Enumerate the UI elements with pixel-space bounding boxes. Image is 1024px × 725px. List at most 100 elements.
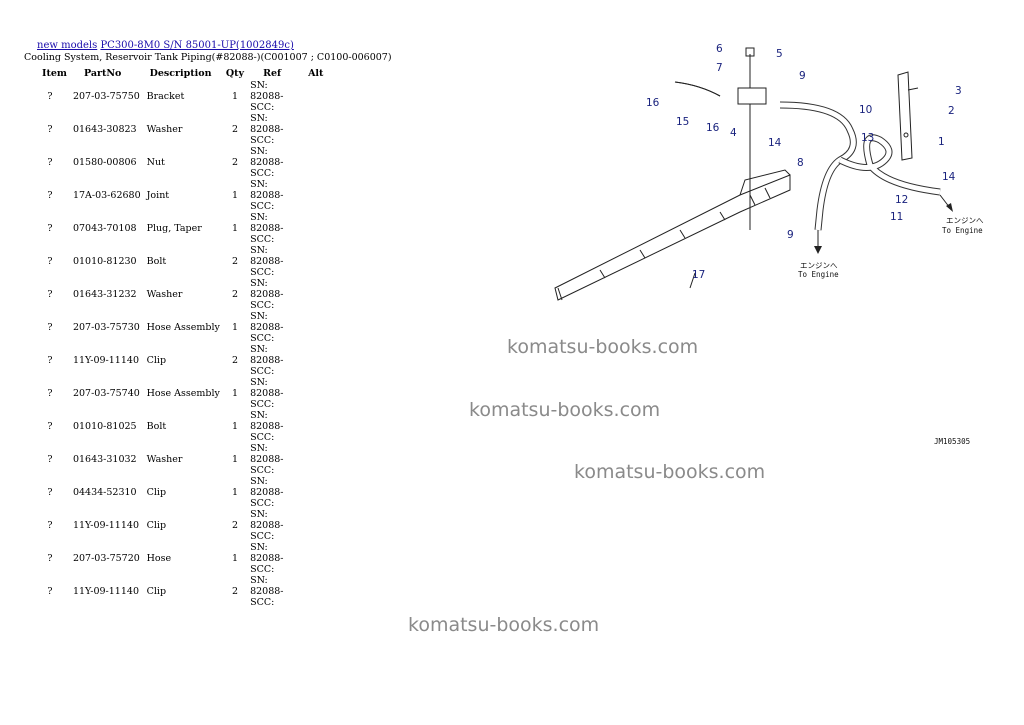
callout-1: 1: [938, 136, 945, 148]
cell-description: Joint: [146, 190, 170, 201]
cell-qty: 2: [231, 289, 238, 300]
cell-alt: [305, 410, 326, 443]
callout-16b: 16: [706, 122, 720, 134]
cell-ref: SN: 82088-SCC:: [250, 377, 284, 410]
cell-alt: [305, 344, 326, 377]
cell-ref: SN: 82088-SCC:: [250, 245, 284, 278]
callout-6: 6: [716, 43, 723, 55]
cell-partno: 01010-81230: [72, 256, 137, 267]
callout-11: 11: [890, 211, 903, 223]
cell-qty: 1: [231, 553, 238, 564]
joint-drawing: [737, 47, 767, 230]
cell-ref: SN: 82088-SCC:: [250, 113, 284, 146]
cell-item: ?: [47, 487, 53, 498]
breadcrumb: new models PC300-8M0 S/N 85001-UP(100284…: [37, 40, 294, 51]
cell-description: Nut: [146, 157, 165, 168]
cell-item: ?: [47, 553, 53, 564]
cell-qty: 2: [231, 586, 238, 597]
breadcrumb-model-link[interactable]: PC300-8M0 S/N 85001-UP(1002849c): [100, 40, 294, 51]
watermark: komatsu-books.com: [408, 614, 600, 636]
cell-item: ?: [47, 388, 53, 399]
cell-description: Clip: [146, 487, 167, 498]
table-row: ? 01643-31232 Washer 2 SN: 82088-SCC:: [30, 278, 326, 311]
cell-description: Bracket: [146, 91, 185, 102]
cell-partno: 01643-31232: [72, 289, 137, 300]
parts-diagram: 6 7 5 9 16 15 16 4 14 3 2 1 10 13 8 14 1…: [554, 43, 984, 446]
header-qty: Qty: [225, 67, 245, 79]
cell-description: Plug, Taper: [146, 223, 202, 234]
cell-ref: SN: 82088-SCC:: [250, 80, 284, 113]
cell-partno: 07043-70108: [72, 223, 137, 234]
bracket-1-drawing: [897, 71, 919, 161]
cell-alt: [305, 575, 326, 608]
cell-description: Clip: [146, 355, 167, 366]
cell-ref: SN: 82088-SCC:: [250, 410, 284, 443]
table-header-row: Item PartNo Description Qty Ref Alt: [30, 66, 326, 80]
cell-ref: SN: 82088-SCC:: [250, 278, 284, 311]
diagram-callouts: 6 7 5 9 16 15 16 4 14 3 2 1 10 13 8 14 1…: [646, 43, 962, 281]
cell-description: Washer: [146, 124, 183, 135]
cell-alt: [305, 311, 326, 344]
cell-qty: 1: [231, 91, 238, 102]
breadcrumb-home-link[interactable]: new models: [37, 40, 98, 51]
callout-17: 17: [692, 269, 705, 281]
page-title: Cooling System, Reservoir Tank Piping(#8…: [24, 52, 392, 63]
cell-partno: 01643-31032: [72, 454, 137, 465]
cell-partno: 04434-52310: [72, 487, 137, 498]
cell-partno: 11Y-09-11140: [72, 355, 139, 366]
cell-item: ?: [47, 124, 53, 135]
callout-5: 5: [776, 48, 783, 60]
cell-qty: 2: [231, 256, 238, 267]
header-partno: PartNo: [83, 67, 122, 79]
cell-ref: SN: 82088-SCC:: [250, 212, 284, 245]
callout-13: 13: [861, 132, 874, 144]
callout-14b: 14: [942, 171, 956, 183]
cell-ref: SN: 82088-SCC:: [250, 146, 284, 179]
cell-item: ?: [47, 520, 53, 531]
header-alt: Alt: [308, 67, 324, 79]
hose-15-drawing: [674, 81, 721, 97]
cell-qty: 1: [231, 454, 238, 465]
header-description: Description: [149, 67, 212, 79]
cell-item: ?: [47, 190, 53, 201]
cell-ref: SN: 82088-SCC:: [250, 179, 284, 212]
cell-item: ?: [47, 91, 53, 102]
cell-partno: 01010-81025: [72, 421, 137, 432]
cell-item: ?: [47, 289, 53, 300]
cell-alt: [305, 179, 326, 212]
cell-alt: [305, 113, 326, 146]
cell-item: ?: [47, 322, 53, 333]
cell-description: Hose Assembly: [146, 388, 220, 399]
cell-qty: 2: [231, 520, 238, 531]
cell-item: ?: [47, 586, 53, 597]
cell-partno: 17A-03-62680: [72, 190, 141, 201]
cell-alt: [305, 443, 326, 476]
cell-ref: SN: 82088-SCC:: [250, 575, 284, 608]
header-item: Item: [42, 67, 67, 79]
cell-qty: 2: [231, 124, 238, 135]
to-engine-en-label-2: To Engine: [942, 226, 983, 235]
cell-alt: [305, 509, 326, 542]
cell-ref: SN: 82088-SCC:: [250, 542, 284, 575]
cell-description: Hose: [146, 553, 172, 564]
to-engine-en-label: To Engine: [798, 270, 839, 279]
callout-10: 10: [859, 104, 872, 116]
callout-14: 14: [768, 137, 782, 149]
cell-description: Hose Assembly: [146, 322, 220, 333]
cell-qty: 2: [231, 157, 238, 168]
callout-9b: 9: [787, 229, 794, 241]
drawing-id: JM105305: [934, 437, 970, 446]
callout-12: 12: [895, 194, 908, 206]
cell-description: Washer: [146, 289, 183, 300]
cell-alt: [305, 80, 326, 113]
